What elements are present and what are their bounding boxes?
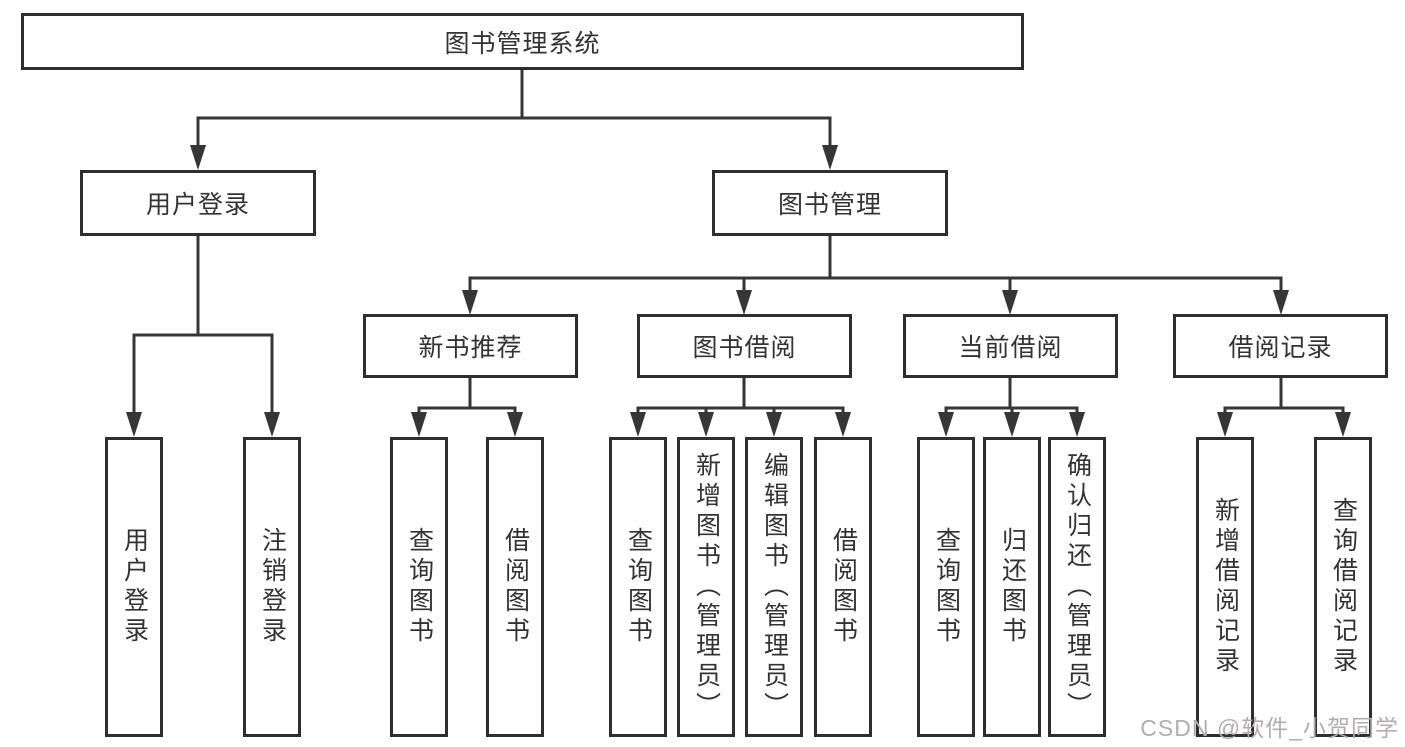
- leaf-label: 查询图书: [405, 527, 434, 647]
- leaf-borrow-books-recommend: 借阅图书: [486, 437, 544, 737]
- leaf-user-login: 用户登录: [105, 437, 163, 737]
- leaf-edit-books-admin: 编辑图书（管理员）: [745, 437, 803, 737]
- node-label: 图书借阅: [692, 334, 797, 362]
- node-label: 用户登录: [145, 191, 250, 219]
- leaf-add-borrow-record: 新增借阅记录: [1196, 437, 1254, 737]
- leaf-add-books-admin: 新增图书（管理员）: [677, 437, 735, 737]
- leaf-label: 用户登录: [120, 527, 149, 647]
- leaf-query-borrow-record: 查询借阅记录: [1314, 437, 1372, 737]
- leaf-label: 查询图书: [624, 527, 653, 647]
- node-current-borrow: 当前借阅: [903, 314, 1118, 378]
- node-label: 当前借阅: [958, 334, 1063, 362]
- leaf-query-books-recommend: 查询图书: [390, 437, 448, 737]
- leaf-query-books-borrow: 查询图书: [609, 437, 667, 737]
- csdn-watermark: CSDN @软件_小贺同学: [1140, 715, 1399, 741]
- node-label: 借阅记录: [1228, 334, 1333, 362]
- leaf-label: 借阅图书: [501, 527, 530, 647]
- node-book-management: 图书管理: [712, 170, 948, 236]
- leaf-label: 新增图书（管理员）: [692, 452, 721, 722]
- node-library-management-system: 图书管理系统: [21, 13, 1024, 70]
- leaf-borrow-books: 借阅图书: [814, 437, 872, 737]
- leaf-logout: 注销登录: [243, 437, 301, 737]
- node-book-borrow: 图书借阅: [637, 314, 852, 378]
- leaf-confirm-return-admin: 确认归还（管理员）: [1048, 437, 1106, 737]
- leaf-label: 归还图书: [998, 527, 1027, 647]
- leaf-label: 编辑图书（管理员）: [760, 452, 789, 722]
- node-borrow-records: 借阅记录: [1173, 314, 1388, 378]
- leaf-label: 注销登录: [258, 527, 287, 647]
- leaf-return-books: 归还图书: [983, 437, 1041, 737]
- node-label: 新书推荐: [418, 334, 523, 362]
- node-label: 图书管理: [777, 191, 882, 219]
- node-new-book-recommend: 新书推荐: [363, 314, 578, 378]
- leaf-label: 查询图书: [932, 527, 961, 647]
- node-user-login: 用户登录: [80, 170, 316, 236]
- leaf-label: 确认归还（管理员）: [1063, 452, 1092, 722]
- node-label: 图书管理系统: [444, 29, 601, 58]
- leaf-label: 借阅图书: [829, 527, 858, 647]
- leaf-query-books-current: 查询图书: [917, 437, 975, 737]
- leaf-label: 新增借阅记录: [1211, 497, 1240, 677]
- leaf-label: 查询借阅记录: [1329, 497, 1358, 677]
